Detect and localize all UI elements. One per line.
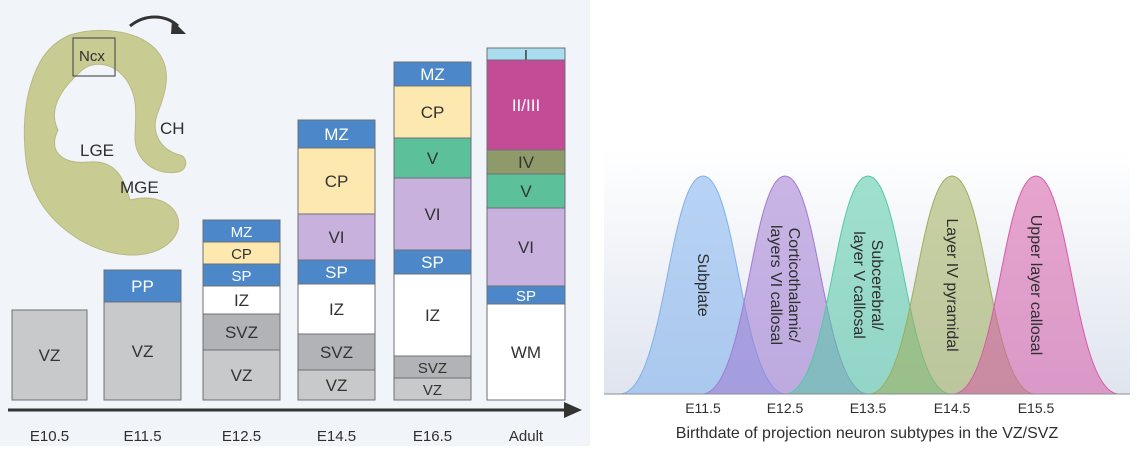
layer-sp — [297, 259, 376, 285]
layer-label-mz: MZ — [231, 224, 253, 241]
embryo-brain: Ncx CH LGE MGE — [23, 15, 187, 256]
rotation-arrowhead — [171, 20, 186, 34]
layer-svz — [297, 333, 376, 371]
layer-label-iz: IZ — [234, 291, 249, 310]
birthdate-panel: Subplate Corticothalamic/layers VI callos… — [600, 0, 1137, 446]
layer-vz — [103, 301, 182, 401]
stage-label: E14.5 — [317, 428, 356, 445]
layer-cp — [297, 147, 376, 215]
layer-label-vi: VI — [424, 205, 440, 224]
mge-label: MGE — [120, 178, 159, 197]
layer-iz — [297, 283, 376, 335]
column-e14-5: MZ CP VI SP IZ SVZ VZ — [297, 119, 376, 401]
layer-label-vz: VZ — [231, 366, 253, 385]
layer-label-vi: VI — [518, 238, 534, 257]
birthdate-day: E13.5 — [850, 400, 887, 416]
ch-label: CH — [160, 119, 185, 138]
layer-label-iv: IV — [518, 153, 535, 172]
layer-label-i: I — [524, 47, 528, 64]
layer-label-iz: IZ — [425, 306, 440, 325]
layer-v — [486, 173, 566, 209]
subtype-label: Layer IV pyramidal — [943, 218, 960, 351]
stage-label: E12.5 — [222, 428, 261, 445]
curve-upper-layer-callosal: Upper layer callosal — [953, 175, 1119, 395]
birthdate-curves: Subplate Corticothalamic/layers VI callos… — [620, 175, 1119, 395]
layer-label-svz: SVZ — [225, 323, 258, 342]
layer-vz — [393, 377, 472, 401]
stage-label: Adult — [509, 428, 544, 445]
layer-label-sp: SP — [231, 268, 251, 285]
layer-iz — [202, 285, 281, 315]
time-axis — [8, 402, 582, 418]
layer-vz — [297, 369, 376, 401]
birthdate-day: E14.5 — [934, 400, 971, 416]
layer-vi — [297, 213, 376, 261]
layer-vz — [11, 309, 88, 401]
column-adult: I II/III IV V VI SP WM — [486, 47, 566, 401]
stage-label: E16.5 — [413, 428, 452, 445]
birthdate-day: E15.5 — [1018, 400, 1055, 416]
layer-wm — [486, 303, 566, 401]
layer-label-wm: WM — [511, 343, 541, 362]
layer-vz — [202, 349, 281, 401]
subtype-label: Corticothalamic/layers VI callosal — [767, 225, 802, 345]
birthdate-day-labels: E11.5 E12.5 E13.5 E14.5 E15.5 — [685, 400, 1054, 416]
layer-label-cp: CP — [421, 103, 445, 122]
layer-vi — [393, 177, 472, 251]
layer-cp — [393, 85, 472, 139]
layer-mz — [393, 61, 472, 87]
column-e16-5: MZ CP V VI SP IZ SVZ VZ — [393, 61, 472, 401]
layer-iz — [393, 273, 472, 357]
layer-label-cp: CP — [231, 246, 252, 263]
layer-label-sp: SP — [421, 253, 444, 272]
layer-label-vi: VI — [328, 228, 344, 247]
layer-label-mz: MZ — [324, 125, 349, 144]
rotation-arrow — [129, 15, 180, 28]
curve-shape — [953, 175, 1119, 395]
layer-label-v: V — [427, 149, 439, 168]
layer-label-svz: SVZ — [320, 343, 353, 362]
layer-columns: VZPPVZMZCPSPIZSVZVZMZCPVISPIZSVZVZMZCPVV… — [11, 47, 566, 401]
layer-label-vz: VZ — [423, 382, 442, 399]
stage-labels: E10.5 E11.5 E12.5 E14.5 E16.5 Adult — [30, 428, 544, 445]
layer-vi — [486, 207, 566, 287]
layer-label-sp: SP — [325, 263, 348, 282]
birthdate-day: E12.5 — [767, 400, 804, 416]
layer-label-cp: CP — [325, 172, 349, 191]
layer-label-vz: VZ — [326, 376, 348, 395]
ncx-label: Ncx — [79, 48, 105, 65]
lge-label: LGE — [80, 141, 114, 160]
stage-label: E10.5 — [30, 428, 69, 445]
layer-label-sp: SP — [516, 288, 536, 305]
subtype-label: Subplate — [694, 253, 711, 316]
time-axis-arrowhead — [564, 402, 582, 418]
layer-label-pp: PP — [131, 277, 154, 296]
layer-label-vz: VZ — [132, 342, 154, 361]
subtype-label: Upper layer callosal — [1027, 215, 1044, 356]
layer-label-iz: IZ — [329, 300, 344, 319]
embryo-brain-shape — [23, 30, 187, 256]
layer-sp — [393, 249, 472, 275]
column-e12-5: MZ CP SP IZ SVZ VZ — [202, 219, 281, 401]
birthdate-day: E11.5 — [685, 400, 721, 416]
cortex-development-diagram: Ncx CH LGE MGE VZPPVZMZCPSPIZSVZVZMZCPVI… — [8, 15, 582, 445]
layer-label-v: V — [520, 182, 532, 201]
column-e11-5: PP VZ — [103, 269, 182, 401]
column-e10-5: VZ — [11, 309, 88, 401]
layer-label-ii-iii: II/III — [512, 96, 540, 115]
birthdate-caption: Birthdate of projection neuron subtypes … — [676, 425, 1059, 442]
layer-label-vz: VZ — [39, 346, 61, 365]
stage-label: E11.5 — [123, 428, 161, 445]
birthdate-diagram: Subplate Corticothalamic/layers VI callos… — [604, 148, 1130, 442]
layer-label-mz: MZ — [420, 65, 445, 84]
layer-mz — [297, 119, 376, 149]
layer-label-svz: SVZ — [418, 360, 447, 377]
subtype-label: Subcerebral/layer V callosal — [850, 231, 885, 339]
ncx-region-box — [72, 37, 116, 77]
